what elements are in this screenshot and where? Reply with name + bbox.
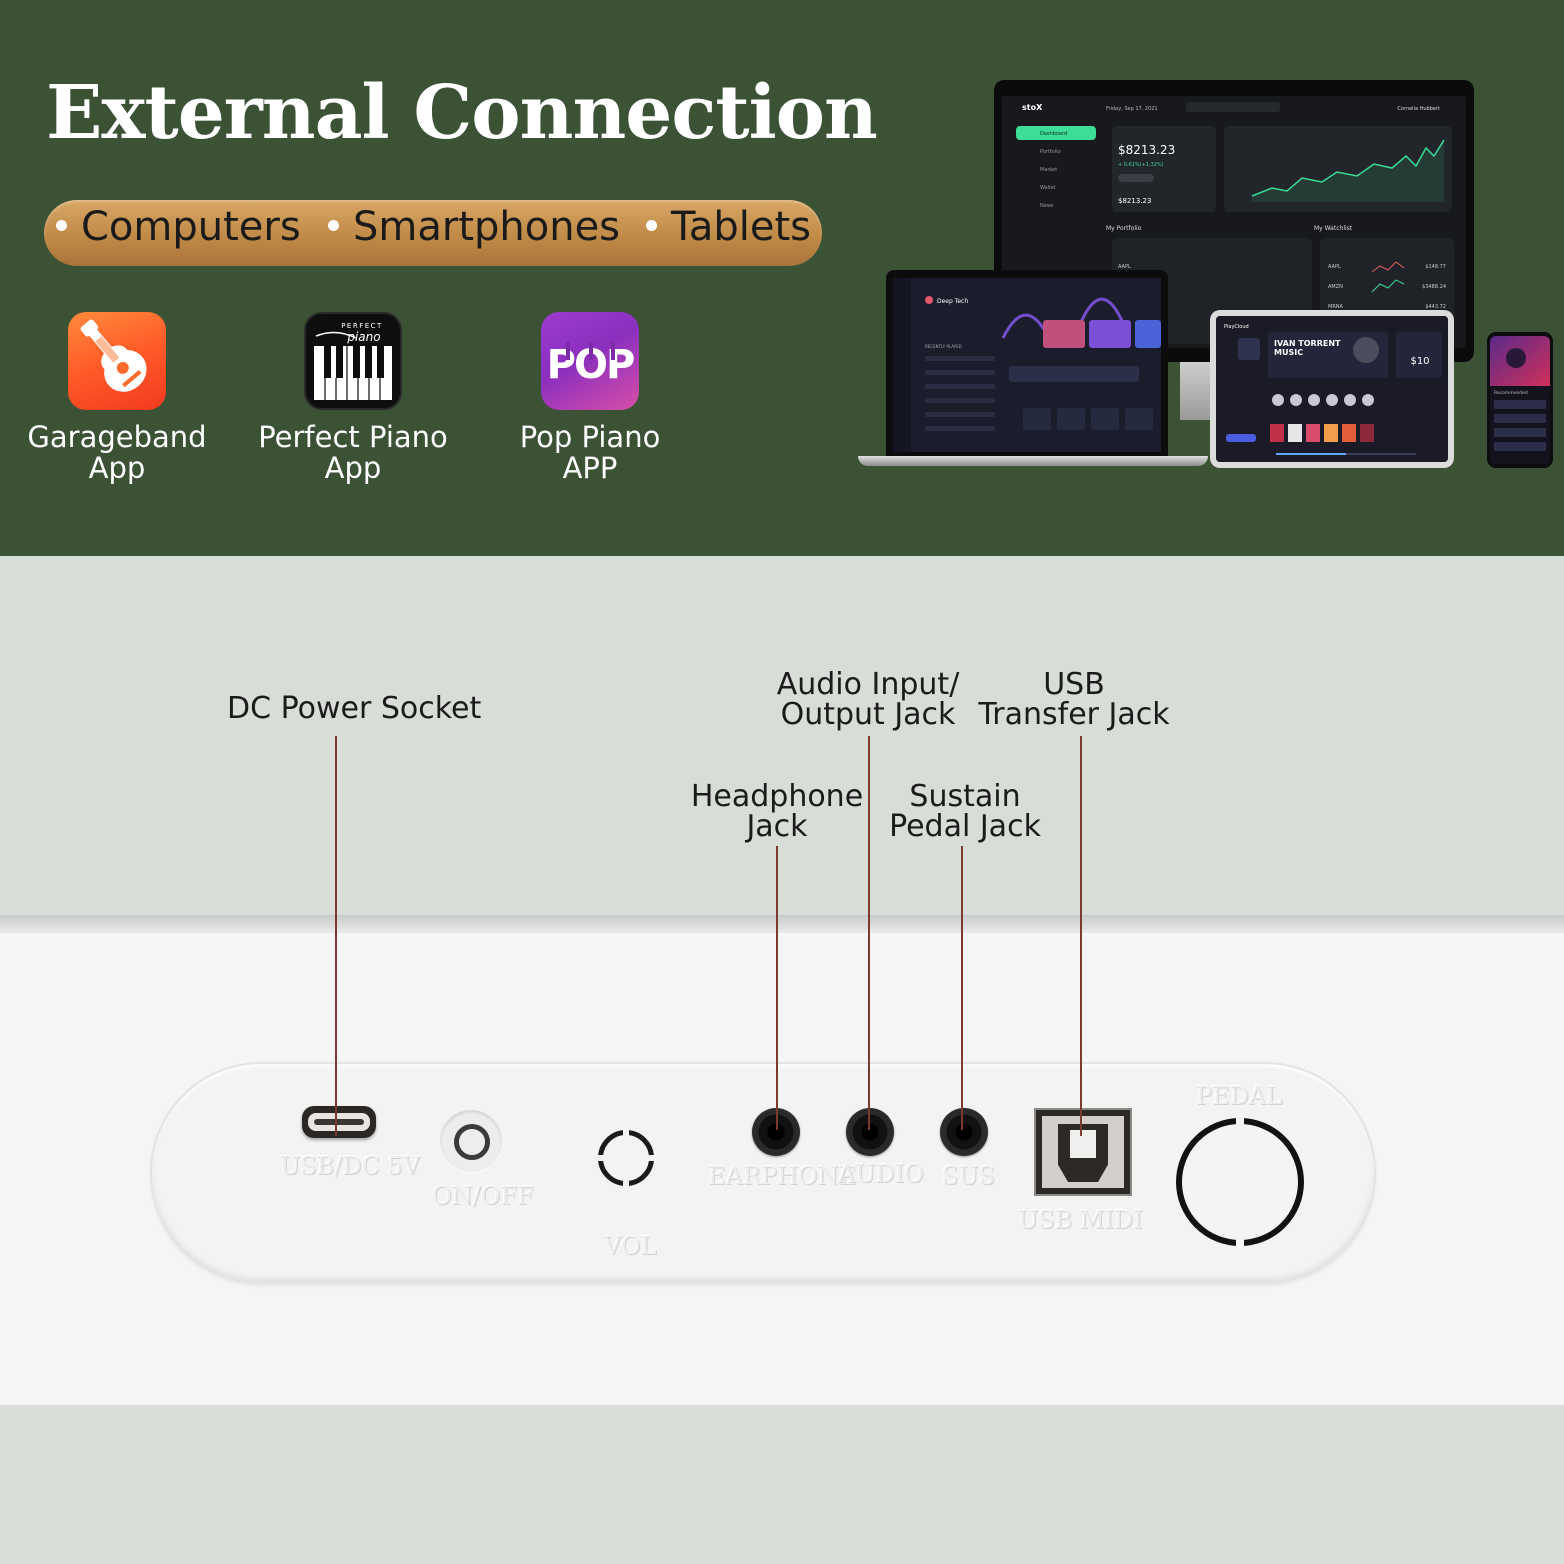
leader-line-usb: [1080, 736, 1082, 1136]
monitor-price-2: $443.72: [1425, 304, 1446, 310]
monitor-nav-1: Portfolio: [1040, 149, 1061, 155]
monitor-date: Friday, Sep 17, 2021: [1106, 106, 1158, 112]
monitor-price-1: $3488.24: [1422, 284, 1446, 290]
laptop-base: [858, 456, 1208, 466]
monitor-screen: stoX Friday, Sep 17, 2021 Cornelia Hubbe…: [1002, 96, 1466, 348]
phone-label: Recommended: [1494, 390, 1528, 396]
app-label-line2: App: [88, 451, 146, 485]
panel-label-audio: AUDIO: [838, 1160, 924, 1188]
monitor-nav-4: News: [1040, 203, 1054, 209]
laptop-screen: Deep Tech RECENTLY PLAYED: [893, 278, 1161, 452]
monitor-balance-change: + 0.61%(+1.32%): [1118, 162, 1164, 168]
usb-b-port[interactable]: [1034, 1108, 1132, 1196]
laptop: Deep Tech RECENTLY PLAYED: [886, 270, 1168, 458]
smartphone: Recommended: [1487, 332, 1553, 468]
leader-line-dc: [335, 736, 337, 1136]
laptop-subtitle: RECENTLY PLAYED: [925, 344, 962, 349]
pop-logo-icon: POP: [541, 312, 639, 410]
bullet-icon: [328, 219, 339, 231]
piano-keys-icon: PERFECT piano: [304, 312, 402, 410]
usb-c-port[interactable]: [302, 1106, 376, 1138]
app-label-line2: APP: [562, 451, 618, 485]
leader-line-sustain: [961, 846, 963, 1130]
panel-label-usb-dc: USB/DC 5V: [280, 1152, 421, 1180]
logo-perfect-text: PERFECT: [341, 322, 383, 330]
panel-label-earphone: EARPHONE: [708, 1162, 857, 1190]
label-audio-io: Audio Input/ Output Jack: [776, 667, 960, 732]
monitor-section-1: My Portfolio: [1106, 225, 1142, 232]
monitor-ticker-2: MRNA: [1328, 304, 1344, 310]
monitor-section-2: My Watchlist: [1314, 225, 1353, 232]
page-title: External Connection: [46, 70, 878, 156]
tablet-price: $10: [1410, 356, 1429, 367]
audio-jack[interactable]: [846, 1108, 894, 1156]
monitor-ticker-1: AMZN: [1328, 284, 1343, 290]
app-garageband[interactable]: Garageband App: [18, 312, 216, 484]
bottom-background: [0, 1405, 1564, 1564]
pedal-port[interactable]: [1176, 1118, 1304, 1246]
tablet-screen: PlayCloud IVAN TORRENT MUSIC $10: [1216, 316, 1448, 462]
monitor-nav-2: Market: [1040, 167, 1057, 173]
app-label-line1: Pop Piano: [519, 420, 661, 454]
logo-piano-text: piano: [346, 330, 380, 344]
monitor-balance2: $8213.23: [1118, 197, 1151, 205]
label-dc-power: DC Power Socket: [227, 691, 482, 726]
device-item-tablets: Tablets: [646, 204, 811, 250]
monitor-ticker-0: AAPL: [1118, 264, 1131, 270]
monitor-price-0: $148.77: [1425, 264, 1446, 270]
label-usb-transfer: USB Transfer Jack: [978, 667, 1170, 732]
monitor-user: Cornelia Hubbert: [1397, 106, 1440, 112]
monitor-nav-3: Wallet: [1040, 185, 1056, 191]
leader-line-audio: [868, 736, 870, 1130]
bullet-icon: [646, 219, 657, 231]
bullet-icon: [56, 219, 67, 231]
panel-label-usb-midi: USB MIDI: [1018, 1206, 1143, 1234]
label-headphone: Headphone Jack: [690, 779, 864, 844]
tablet-artist-2: MUSIC: [1274, 348, 1303, 357]
app-label-line2: App: [324, 451, 382, 485]
tablet: PlayCloud IVAN TORRENT MUSIC $10: [1210, 310, 1454, 468]
app-label-line1: Garageband: [27, 420, 207, 454]
panel-label-sus: SUS: [942, 1162, 996, 1190]
laptop-title: Deep Tech: [937, 298, 968, 305]
label-sustain-pedal: Sustain Pedal Jack: [889, 779, 1041, 844]
monitor-balance: $8213.23: [1118, 143, 1175, 157]
monitor-ticker-0b: AAPL: [1328, 264, 1341, 270]
app-perfect-piano[interactable]: PERFECT piano Perfect Piano App: [252, 312, 454, 484]
phone-screen: Recommended: [1490, 336, 1550, 464]
panel-label-on-off: ON/OFF: [432, 1182, 534, 1210]
tablet-artist-1: IVAN TORRENT: [1274, 339, 1341, 348]
device-pill: Computers Smartphones Tablets: [44, 200, 822, 266]
device-item-computers: Computers: [56, 204, 301, 250]
device-item-smartphones: Smartphones: [328, 204, 620, 250]
guitar-icon: [68, 312, 166, 410]
panel-label-vol: VOL: [604, 1232, 657, 1260]
connector-well: [150, 1062, 1376, 1284]
sustain-jack[interactable]: [940, 1108, 988, 1156]
volume-knob[interactable]: [598, 1130, 654, 1186]
panel-top-edge: [0, 915, 1564, 933]
monitor-brand: stoX: [1022, 103, 1043, 112]
leader-line-headphone: [776, 846, 778, 1130]
panel-label-pedal: PEDAL: [1196, 1082, 1283, 1110]
tablet-brand: PlayCloud: [1224, 324, 1249, 330]
app-pop-piano[interactable]: POP Pop Piano APP: [510, 312, 670, 484]
monitor-nav-0: Dashboard: [1040, 131, 1067, 137]
power-button[interactable]: [440, 1110, 502, 1172]
app-label-line1: Perfect Piano: [258, 420, 448, 454]
